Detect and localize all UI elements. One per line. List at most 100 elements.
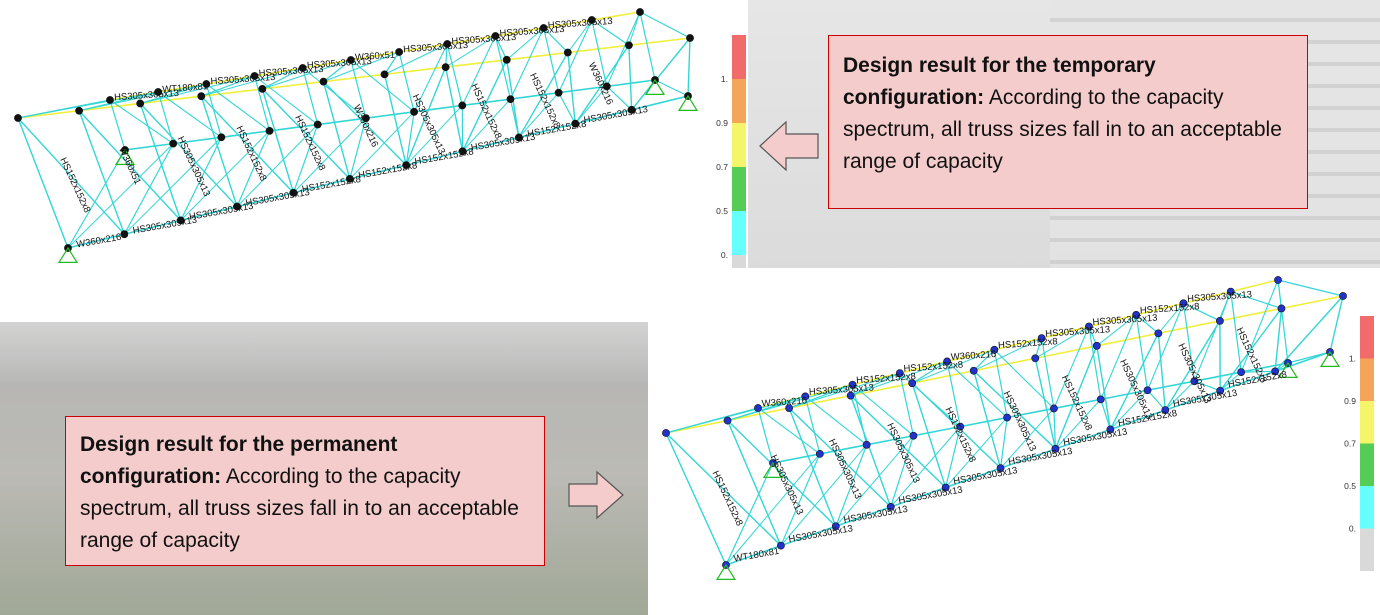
truss-node bbox=[785, 404, 793, 412]
capacity-scale-tick: 0.5 bbox=[1344, 481, 1356, 491]
vertical-near bbox=[726, 420, 782, 546]
bottom-bracing bbox=[67, 143, 174, 249]
top-bracing bbox=[262, 59, 352, 90]
capacity-scale-tick: 0. bbox=[1349, 524, 1356, 534]
truss-node bbox=[1092, 341, 1101, 350]
vertical-far bbox=[946, 361, 961, 427]
bottom-chord-near bbox=[405, 150, 463, 166]
top-chord-far bbox=[591, 11, 641, 21]
truss-node bbox=[969, 366, 978, 375]
member-label: HS305x305x13 bbox=[410, 93, 447, 157]
truss-node bbox=[777, 541, 785, 550]
support-icon bbox=[57, 246, 79, 263]
member-label: HS152x152x8 bbox=[292, 114, 327, 173]
bottom-chord-far bbox=[173, 136, 222, 145]
truss-node bbox=[602, 82, 611, 91]
temporary-callout-body: According to the capacity spectrum, all … bbox=[843, 86, 1282, 173]
top-chord-far bbox=[350, 51, 400, 61]
diagonal-far bbox=[1193, 291, 1232, 382]
top-bracing bbox=[665, 395, 806, 434]
truss-node bbox=[1003, 413, 1011, 422]
bottom-bracing bbox=[1110, 389, 1148, 430]
truss-node bbox=[502, 55, 511, 64]
vertical-far bbox=[398, 51, 415, 112]
truss-node bbox=[941, 483, 950, 492]
truss-node bbox=[1085, 322, 1093, 331]
top-chord-near bbox=[1281, 295, 1344, 310]
truss-node bbox=[443, 40, 452, 48]
diagonal-far bbox=[254, 75, 319, 125]
top-chord-far bbox=[994, 337, 1042, 351]
bottom-chord-near bbox=[180, 205, 238, 222]
capacity-scale-tick: 0.9 bbox=[1344, 396, 1356, 406]
vertical-near bbox=[788, 407, 837, 527]
diagonal-near bbox=[574, 44, 630, 125]
diagonal-far bbox=[509, 27, 545, 100]
truss-node bbox=[862, 440, 871, 449]
vertical-near bbox=[78, 110, 126, 235]
bottom-chord-near bbox=[349, 164, 407, 180]
diagonal-far bbox=[946, 361, 1008, 418]
capacity-scale-segment bbox=[732, 79, 746, 123]
member-label: HS305x305x13 bbox=[245, 187, 311, 209]
capacity-scale-segment bbox=[1360, 401, 1374, 444]
diagonal-far bbox=[109, 99, 174, 145]
bottom-strut bbox=[890, 435, 915, 508]
truss-node bbox=[1161, 406, 1170, 414]
top-bracing bbox=[201, 67, 303, 97]
top-chord-far bbox=[1183, 290, 1231, 305]
member-label: HS305x305x13 bbox=[809, 382, 875, 398]
capacity-scale-segment bbox=[732, 167, 746, 211]
bottom-chord-far bbox=[1147, 380, 1195, 392]
top-chord-near bbox=[1219, 307, 1282, 322]
truss-node bbox=[1106, 425, 1115, 434]
truss-node bbox=[943, 357, 951, 366]
background-overpass bbox=[0, 322, 650, 382]
bottom-bracing bbox=[293, 117, 367, 194]
temporary-member-labels: HS152x152x8HS305x305x13W360x216W360x51WT… bbox=[57, 16, 648, 251]
truss-node bbox=[347, 56, 355, 64]
diagonal-near bbox=[1274, 295, 1344, 372]
bottom-chord-near bbox=[1219, 370, 1276, 392]
top-bracing bbox=[567, 19, 593, 53]
diagonal-near bbox=[405, 66, 447, 166]
bottom-strut bbox=[1053, 408, 1057, 449]
truss-node bbox=[1051, 444, 1060, 453]
top-chord-far bbox=[899, 360, 948, 374]
bottom-bracing bbox=[574, 86, 608, 124]
member-label: HS305x305x13 bbox=[884, 421, 921, 485]
top-strut bbox=[384, 51, 400, 75]
bottom-bracing bbox=[405, 105, 463, 166]
bottom-bracing bbox=[462, 98, 511, 152]
top-chord-near bbox=[973, 357, 1036, 372]
top-strut bbox=[494, 35, 508, 61]
bottom-chord-far bbox=[772, 453, 820, 464]
top-strut bbox=[788, 384, 853, 409]
truss-node bbox=[1237, 368, 1246, 376]
bottom-strut bbox=[999, 417, 1008, 469]
vertical-far bbox=[591, 19, 608, 87]
bottom-bracing bbox=[890, 426, 961, 508]
top-bracing bbox=[1035, 326, 1090, 359]
top-chord-near bbox=[140, 95, 202, 105]
member-label: HS152x152x8 bbox=[468, 82, 503, 141]
capacity-scale-segment bbox=[1360, 358, 1374, 401]
top-bracing bbox=[727, 384, 853, 422]
top-strut bbox=[140, 83, 207, 105]
truss-node bbox=[402, 161, 411, 169]
diagonal-far bbox=[157, 91, 222, 138]
top-chord-far bbox=[1230, 279, 1279, 293]
vertical-near bbox=[665, 432, 727, 566]
vertical-far bbox=[1135, 314, 1149, 391]
truss-node bbox=[1154, 329, 1163, 338]
top-chord-near bbox=[1035, 345, 1097, 360]
vertical-far bbox=[639, 11, 656, 81]
bottom-bracing bbox=[180, 130, 270, 221]
bottom-strut bbox=[1194, 380, 1221, 392]
member-label: W360x51 bbox=[355, 50, 396, 64]
diagonal-far bbox=[757, 407, 821, 455]
bottom-strut bbox=[509, 98, 520, 138]
truss-node bbox=[120, 230, 129, 239]
member-label: HS305x305x13 bbox=[132, 215, 198, 237]
